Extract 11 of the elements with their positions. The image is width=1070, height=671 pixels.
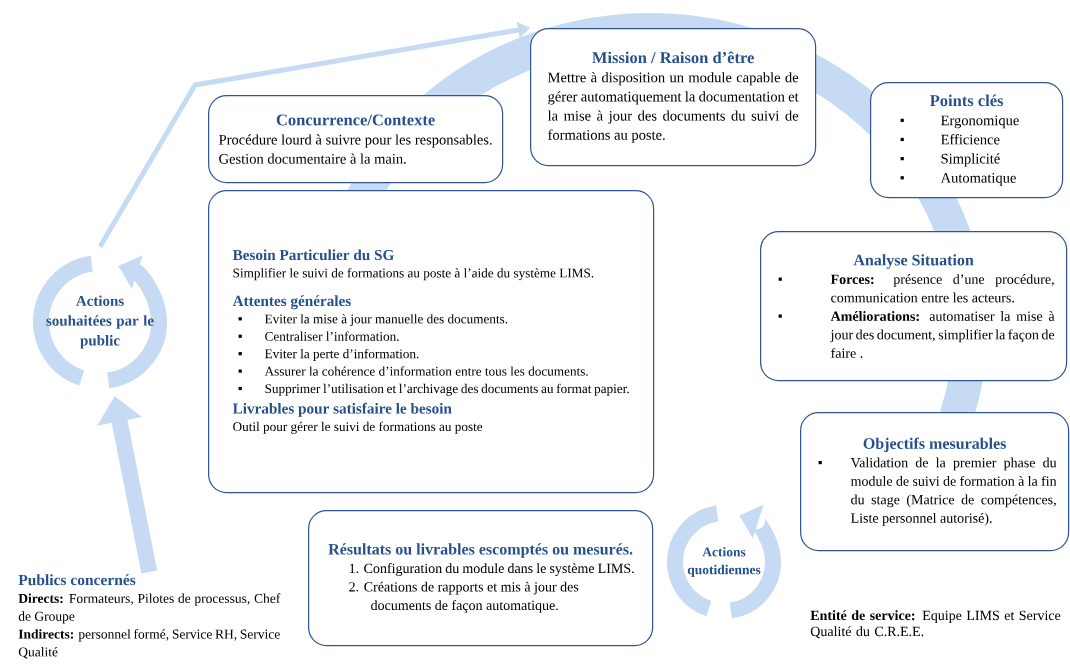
info-box: Objectifs mesurables Validation de la premier phase du module de suivi de formation à la fin du stage (Matrice de compétences, Liste personnel autorisé). [800, 412, 1070, 552]
info-box: Besoin Particulier du SG Simplifier le suivi de formations au poste à l’aide du système LIMS. Attentes générales Eviter la mise à jour manuelle des documents. Centraliser l’information. Eviter la perte d’information. Assurer la cohérence d’information entre tous les documents. Supprimer l’utilisation et l’archivage des documents au format papier. Livrables pour satisfaire le besoin Outil pour gérer le suivi de formations au poste [208, 190, 655, 494]
cycle-label: Actions souhaitées par le public [46, 295, 154, 349]
info-box: Concurrence/Contexte Procédure lourd à suivre pour les responsables. Gestion documentaire à la main. [208, 95, 504, 184]
info-box: Résultats ou livrables escomptés ou mesurés. 1. Configuration du module dans le système LIMS. 2. Créations de rapports et mis à jour des documents de façon automatique. [308, 510, 654, 647]
info-box: Analyse Situation Forces: présence d’une procédure, communication entre les acteurs. Améliorations: automatiser la mise à jour des document, simplifier la façon de faire . [760, 231, 1068, 382]
service-note: Entité de service: Equipe LIMS et Service Qualité du C.R.E.E. [810, 610, 1061, 639]
cycle-label: Actions quotidiennes [687, 546, 761, 578]
info-box: Points clés Ergonomique Efficience Simplicité Automatique [870, 82, 1064, 199]
info-box: Mission / Raison d’être Mettre à disposition un module capable de gérer automatiquement la documentation et la mise à jour des documents du suivi de formations au poste. [530, 28, 817, 167]
audience-note: Publics concernés Directs: Formateurs, Pilotes de processus, Chef de Groupe Indirects: personnel formé, Service RH, Service Qualité [18, 574, 281, 659]
